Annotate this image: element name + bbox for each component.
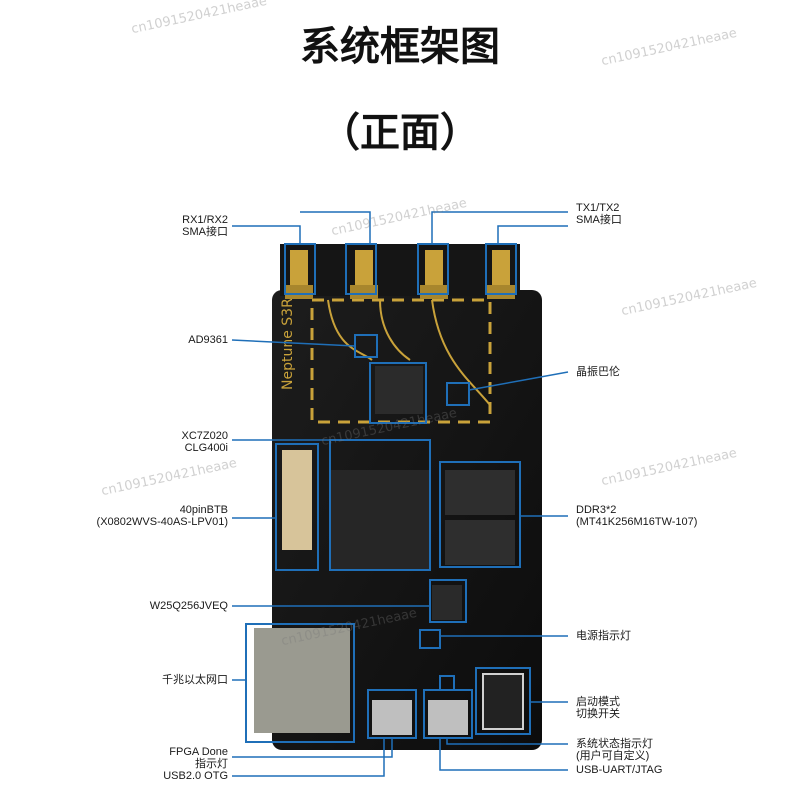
- btb-connector: [282, 450, 312, 550]
- flash-chip: [432, 585, 462, 620]
- callout-flash: W25Q256JVEQ: [149, 600, 228, 612]
- ad9361-chip: [375, 366, 423, 414]
- callout-power-led: 电源指示灯: [576, 630, 631, 642]
- callout-btb: 40pinBTB (X0802WVS-40AS-LPV01): [96, 504, 228, 528]
- callout-boot-switch: 启动模式 切换开关: [576, 696, 620, 720]
- usb-uart-port: [428, 700, 468, 735]
- callout-usb-uart-jtag: USB-UART/JTAG: [576, 764, 663, 776]
- page-title: 系统框架图: [300, 24, 500, 70]
- callout-oscillator-balun: 晶振巴伦: [576, 366, 620, 378]
- callout-ddr3: DDR3*2 (MT41K256M16TW-107): [576, 504, 698, 528]
- ddr-chip: [445, 470, 515, 515]
- board-silkscreen: Neptune S3R: [280, 298, 296, 390]
- callout-fpga: XC7Z020 CLG400i: [181, 430, 228, 454]
- ethernet-jack: [254, 628, 350, 733]
- callout-ethernet: 千兆以太网口: [162, 674, 228, 686]
- usb-otg-port: [372, 700, 412, 735]
- callout-fpga-done: FPGA Done 指示灯: [169, 746, 228, 770]
- page-subtitle: （正面）: [320, 110, 480, 156]
- callout-ad9361: AD9361: [188, 334, 228, 346]
- fpga-chip: [330, 470, 430, 570]
- callout-rx-sma: RX1/RX2 SMA接口: [182, 214, 228, 238]
- callout-status-led: 系统状态指示灯 (用户可自定义): [576, 738, 653, 762]
- sma-connector: [487, 250, 515, 299]
- callout-tx-sma: TX1/TX2 SMA接口: [576, 202, 622, 226]
- callout-usb-otg: USB2.0 OTG: [163, 770, 228, 782]
- sma-connector: [285, 250, 313, 299]
- sma-connector: [420, 250, 448, 299]
- boot-switch: [482, 673, 524, 730]
- ddr-chip: [445, 520, 515, 565]
- sma-connector: [350, 250, 378, 299]
